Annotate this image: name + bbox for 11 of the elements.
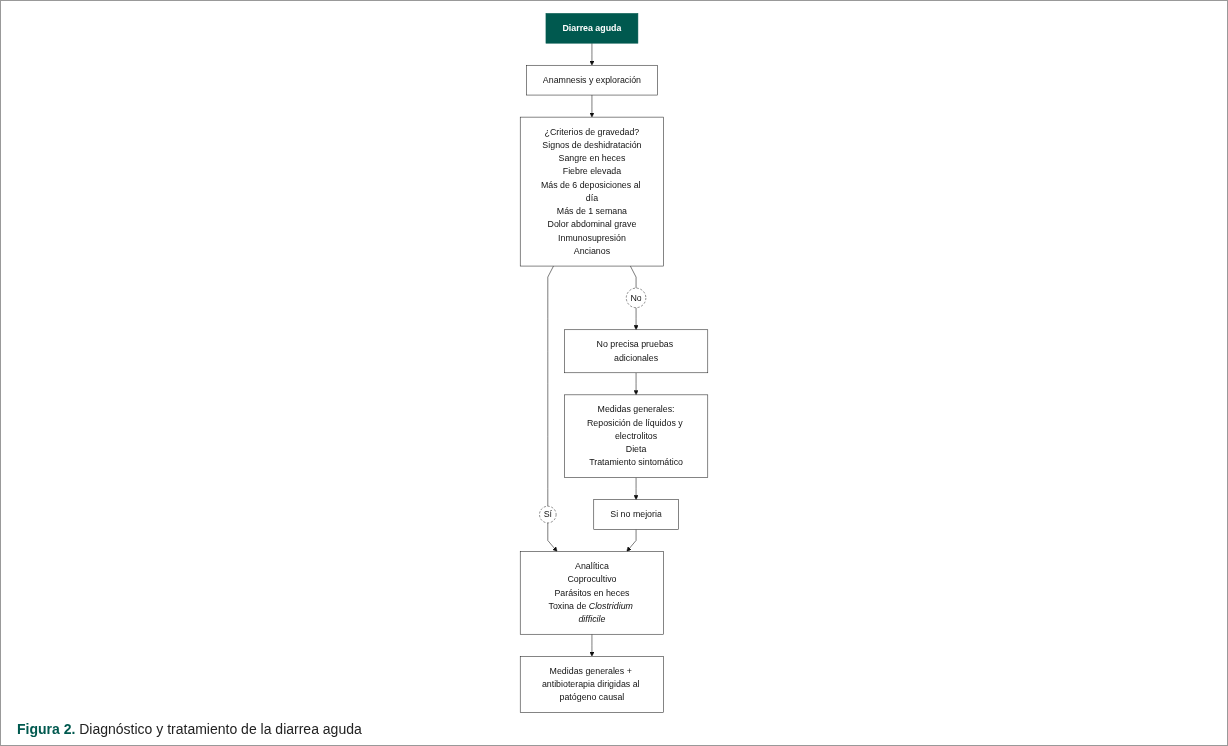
node-box: Medidas generales: Reposición de líquidos y electrolitos Dieta Tratamiento sintomático (564, 394, 709, 478)
node-circle: Sí (539, 505, 557, 524)
node-box: Si no mejoria (593, 499, 679, 530)
node-box: ¿Criterios de gravedad? Signos de deshidratación Sangre en heces Fiebre elevada Más de 6 deposiciones al día Más de 1 semana Dolor abdominal grave Inmunosupresión Ancianos (519, 116, 664, 267)
node-box: Diarrea aguda (545, 13, 639, 44)
node-circle: No (626, 287, 647, 308)
node-box: Analítica Coprocultivo Parásitos en heces Toxina de Clostridium difficile (519, 551, 664, 635)
node-box: Medidas generales + antibioterapia dirigidas al patógeno causal (519, 656, 664, 713)
node-box: Anamnesis y exploración (526, 65, 658, 96)
node-box: No precisa pruebas adicionales (564, 329, 709, 374)
caption: Figura 2. Diagnóstico y tratamiento de la diarrea aguda (17, 721, 363, 737)
